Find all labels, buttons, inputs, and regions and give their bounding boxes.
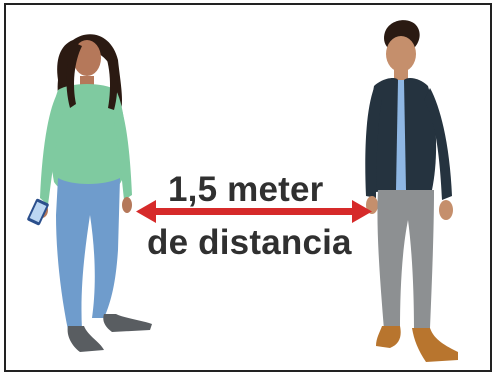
man-boot-left: [376, 326, 401, 348]
woman-hoodie: [50, 84, 126, 196]
woman-jeans: [56, 178, 120, 330]
woman-shoe-right: [103, 314, 152, 332]
woman-shoe-left: [67, 326, 104, 352]
man-boot-right: [412, 328, 458, 362]
man-pants: [377, 190, 434, 330]
distance-label: 1,5 meter: [168, 170, 324, 209]
distance-sub-label: de distancia: [147, 223, 352, 262]
